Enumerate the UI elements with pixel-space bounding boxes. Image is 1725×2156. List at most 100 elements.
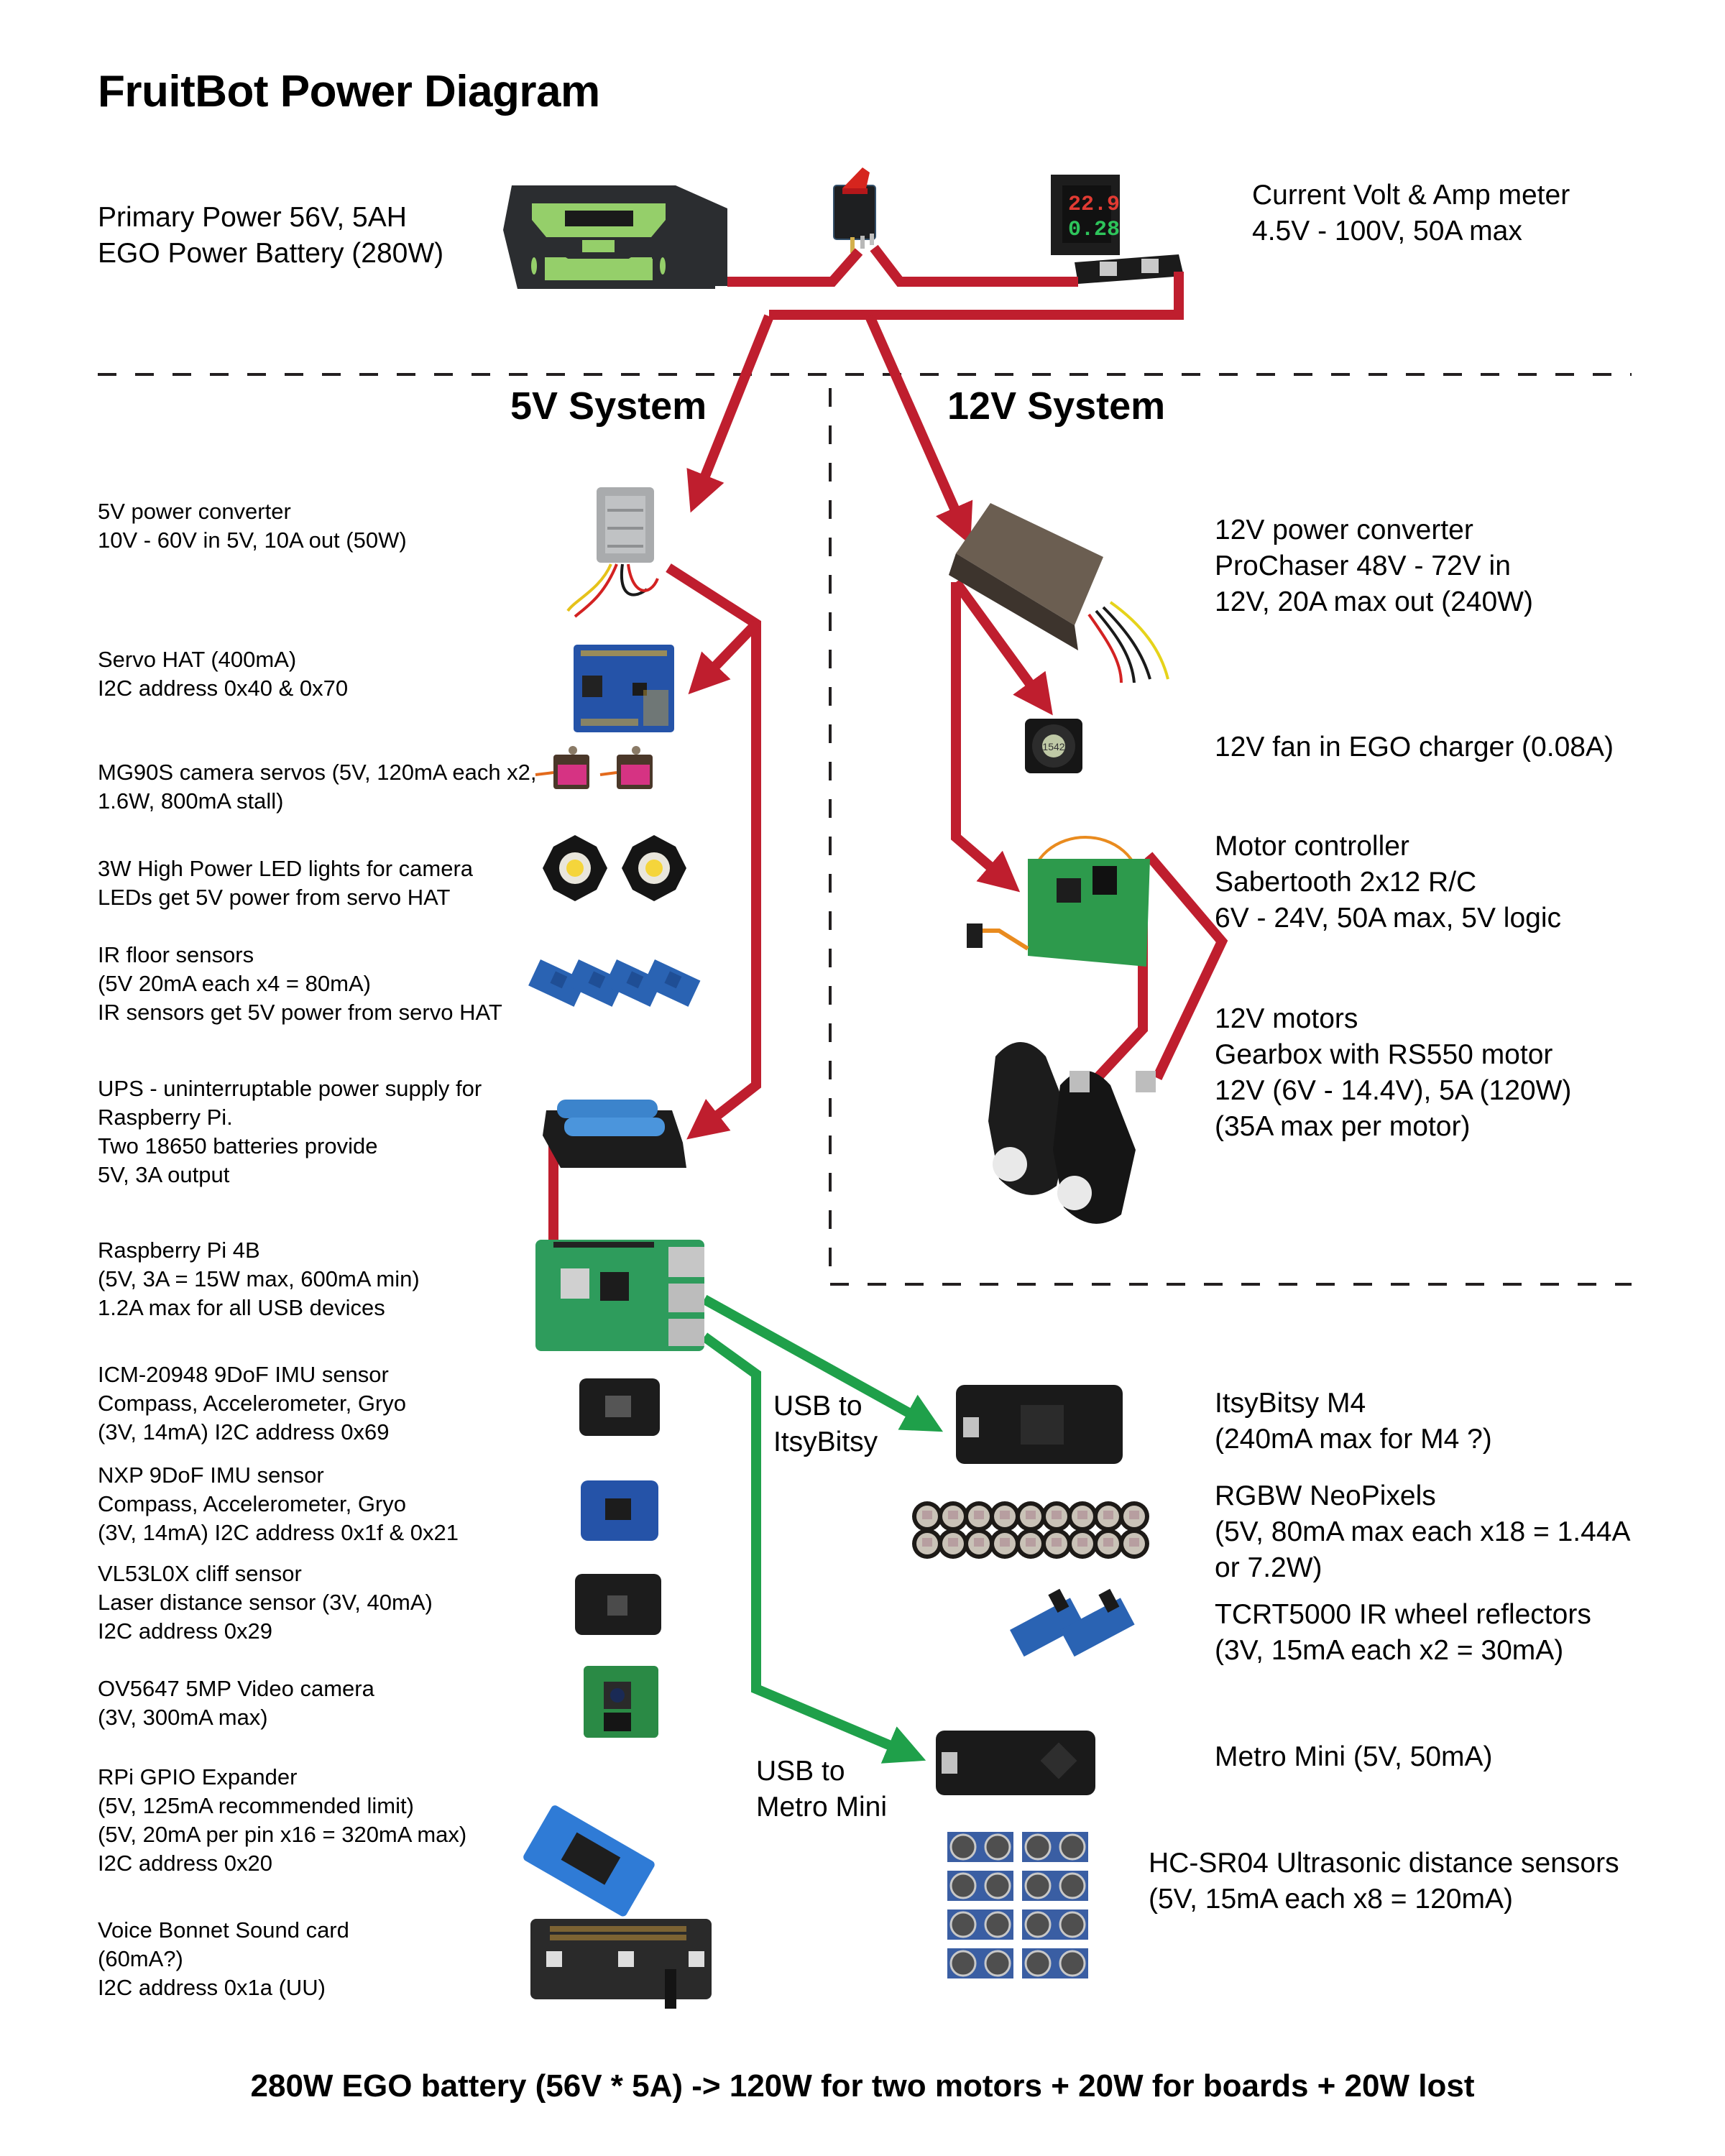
ultrasonic-sensor <box>1022 1948 1088 1978</box>
raspberry-pi-board-icon <box>535 1240 704 1351</box>
label-raspberry-pi: Raspberry Pi 4B (5V, 3A = 15W max, 600mA… <box>98 1236 420 1322</box>
meter-label-line: Current Volt & Amp meter <box>1252 180 1570 211</box>
label-line: 12V, 20A max out (240W) <box>1215 586 1533 617</box>
label-motors: 12V motors Gearbox with RS550 motor 12V … <box>1215 1001 1571 1145</box>
label-line: USB to <box>756 1756 845 1787</box>
neopixel-led <box>990 1529 1020 1559</box>
label-line: Raspberry Pi 4B <box>98 1238 260 1263</box>
ultrasonic-sensor <box>947 1832 1013 1862</box>
ir-sensor-icon <box>528 959 701 1007</box>
label-hc-sr04: HC-SR04 Ultrasonic distance sensors (5V,… <box>1149 1846 1619 1917</box>
servo-hat-board-icon <box>574 645 674 732</box>
metro-mini-board-icon <box>936 1731 1095 1795</box>
section-title-12v: 12V System <box>947 384 1166 428</box>
label-line: 12V motors <box>1215 1003 1358 1034</box>
label-line: 6V - 24V, 50A max, 5V logic <box>1215 903 1562 934</box>
neopixel-led <box>990 1501 1020 1531</box>
ultrasonic-sensor <box>1022 1871 1088 1901</box>
label-line: I2C address 0x40 & 0x70 <box>98 676 349 701</box>
power-budget-summary: 280W EGO battery (56V * 5A) -> 120W for … <box>250 2068 1475 2104</box>
usb-wires <box>701 1294 944 1764</box>
label-line: 5V power converter <box>98 499 291 524</box>
label-line: OV5647 5MP Video camera <box>98 1676 374 1701</box>
neopixel-led <box>1119 1529 1149 1559</box>
label-line: RPi GPIO Expander <box>98 1764 298 1789</box>
neopixel-led <box>912 1501 942 1531</box>
label-line: (5V, 15mA each x8 = 120mA) <box>1149 1884 1513 1915</box>
gearbox-motor-icon <box>988 1042 1156 1224</box>
label-neopixels: RGBW NeoPixels (5V, 80mA max each x18 = … <box>1215 1478 1631 1586</box>
ups-battery-icon <box>543 1100 686 1168</box>
label-line: RGBW NeoPixels <box>1215 1480 1436 1511</box>
sound-card-icon <box>530 1919 712 2009</box>
meter-label-line: 4.5V - 100V, 50A max <box>1252 216 1522 247</box>
label-line: TCRT5000 IR wheel reflectors <box>1215 1599 1591 1630</box>
label-tcrt5000: TCRT5000 IR wheel reflectors (3V, 15mA e… <box>1215 1597 1591 1669</box>
label-line: (5V, 3A = 15W max, 600mA min) <box>98 1266 420 1291</box>
neopixel-led <box>1041 1501 1072 1531</box>
label-line: I2C address 0x1a (UU) <box>98 1975 326 2000</box>
neopixel-led <box>912 1529 942 1559</box>
label-voice-bonnet: Voice Bonnet Sound card (60mA?) I2C addr… <box>98 1916 349 2002</box>
gpio-expander-icon <box>523 1805 655 1917</box>
label-line: Motor controller <box>1215 831 1409 862</box>
label-line: 5V, 3A output <box>98 1162 230 1187</box>
label-metro-mini: Metro Mini (5V, 50mA) <box>1215 1739 1493 1775</box>
label-line: VL53L0X cliff sensor <box>98 1561 302 1586</box>
label-line: IR floor sensors <box>98 942 254 967</box>
label-line: Metro Mini <box>756 1792 888 1823</box>
neopixel-led <box>1067 1501 1098 1531</box>
ultrasonic-sensor <box>1022 1832 1088 1862</box>
meter-volts-readout: 22.9 <box>1068 193 1120 217</box>
servo-motor-icon <box>535 746 653 789</box>
label-5v-converter: 5V power converter 10V - 60V in 5V, 10A … <box>98 497 407 555</box>
neopixel-led <box>938 1501 968 1531</box>
itsybitsy-board-icon <box>956 1385 1123 1464</box>
fan-icon: 1542 <box>1025 719 1082 773</box>
wire-5v-converter-to-bus <box>666 563 761 1140</box>
label-line: MG90S camera servos (5V, 120mA each x2, <box>98 760 537 785</box>
label-line: (3V, 15mA each x2 = 30mA) <box>1215 1635 1564 1666</box>
neopixel-led <box>1093 1501 1123 1531</box>
label-line: HC-SR04 Ultrasonic distance sensors <box>1149 1848 1619 1879</box>
rocker-switch-icon[interactable] <box>833 167 876 253</box>
usb-link-label-itsybitsy: USB to ItsyBitsy <box>773 1388 878 1460</box>
label-ir-floor-sensors: IR floor sensors (5V 20mA each x4 = 80mA… <box>98 941 502 1027</box>
label-line: ItsyBitsy M4 <box>1215 1388 1366 1419</box>
wire-12v-to-motor-controller <box>951 582 1021 893</box>
label-led-lights: 3W High Power LED lights for camera LEDs… <box>98 854 473 912</box>
section-dividers <box>98 373 1632 1286</box>
page-title: FruitBot Power Diagram <box>98 67 600 116</box>
usb-wire-itsybitsy[interactable] <box>702 1294 944 1432</box>
label-line: (5V, 125mA recommended limit) <box>98 1793 414 1818</box>
label-line: Compass, Accelerometer, Gryo <box>98 1391 406 1416</box>
label-vl53l0x: VL53L0X cliff sensor Laser distance sens… <box>98 1560 433 1646</box>
label-line: Compass, Accelerometer, Gryo <box>98 1491 406 1516</box>
label-line: UPS - uninterruptable power supply for <box>98 1076 482 1101</box>
tof-sensor-icon <box>575 1574 661 1635</box>
neopixel-led <box>1067 1529 1098 1559</box>
usb-wire-metro-mini[interactable] <box>701 1332 926 1764</box>
ultrasonic-sensor <box>1022 1909 1088 1940</box>
neopixel-led <box>1041 1529 1072 1559</box>
label-line: (5V 20mA each x4 = 80mA) <box>98 971 371 996</box>
neopixel-led <box>964 1501 994 1531</box>
label-line: Gearbox with RS550 motor <box>1215 1039 1553 1070</box>
led-star-icon <box>543 835 686 901</box>
label-line: (35A max per motor) <box>1215 1111 1471 1142</box>
ultrasonic-sensor-icon <box>947 1832 1088 1978</box>
dc-converter-5v-icon <box>566 487 659 618</box>
label-line: 10V - 60V in 5V, 10A out (50W) <box>98 528 407 553</box>
label-line: I2C address 0x29 <box>98 1618 272 1644</box>
ultrasonic-sensor <box>947 1948 1013 1978</box>
label-line: Sabertooth 2x12 R/C <box>1215 867 1477 898</box>
label-itsybitsy: ItsyBitsy M4 (240mA max for M4 ?) <box>1215 1386 1492 1457</box>
neopixel-icon <box>912 1501 1149 1559</box>
label-line: (240mA max for M4 ?) <box>1215 1424 1492 1455</box>
imu-board-icon <box>581 1480 658 1541</box>
wire-controller-to-motor-b <box>1144 852 1228 1080</box>
label-line: 1.6W, 800mA stall) <box>98 788 284 814</box>
label-line: ItsyBitsy <box>773 1427 878 1457</box>
label-line: (3V, 300mA max) <box>98 1705 268 1730</box>
label-line: NXP 9DoF IMU sensor <box>98 1462 324 1488</box>
